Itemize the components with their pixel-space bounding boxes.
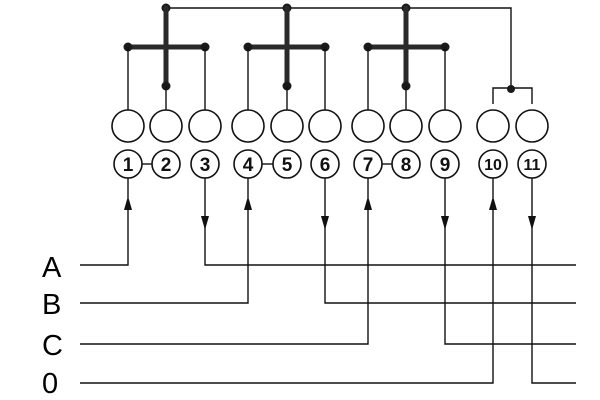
terminal-4: 4 (233, 149, 263, 179)
link-bars (123, 5, 450, 110)
terminal-label: 6 (320, 155, 331, 176)
terminal-label: 1 (123, 155, 134, 176)
arrow-up-icon (364, 196, 372, 210)
arrow-down-icon (201, 216, 209, 230)
terminal-3: 3 (190, 149, 220, 179)
phase-labels: A B C 0 (42, 252, 63, 400)
terminal-label: 8 (401, 155, 412, 176)
arrow-down-icon (528, 216, 536, 230)
terminal-label: 11 (524, 157, 541, 174)
phase-label-a: A (42, 252, 62, 284)
arrow-down-icon (441, 216, 449, 230)
arrow-up-icon (244, 196, 252, 210)
terminal-2: 2 (151, 149, 181, 179)
line-wires (80, 178, 576, 384)
terminal-11: 11 (517, 149, 547, 179)
terminal-label: 10 (484, 157, 502, 174)
terminal-label: 9 (440, 155, 451, 176)
top-bus (161, 3, 533, 104)
arrow-down-icon (321, 216, 329, 230)
terminal-label: 2 (161, 155, 172, 176)
terminal-label: 5 (282, 155, 293, 176)
terminal-label: 3 (200, 155, 211, 176)
terminal-label: 4 (243, 155, 254, 176)
terminal-7: 7 (353, 149, 383, 179)
terminal-10: 10 (478, 149, 508, 179)
terminal-label: 7 (363, 155, 374, 176)
phase-label-c: C (42, 330, 63, 362)
screw-circles (111, 109, 549, 143)
terminal-row: 1 2 3 4 5 6 7 8 (113, 149, 547, 179)
terminal-5: 5 (272, 149, 302, 179)
terminal-1: 1 (113, 149, 143, 179)
phase-label-0: 0 (42, 368, 58, 400)
arrow-up-icon (489, 196, 497, 210)
terminal-6: 6 (310, 149, 340, 179)
terminal-8: 8 (391, 149, 421, 179)
terminal-9: 9 (430, 149, 460, 179)
arrow-up-icon (124, 196, 132, 210)
phase-label-b: B (42, 289, 61, 321)
